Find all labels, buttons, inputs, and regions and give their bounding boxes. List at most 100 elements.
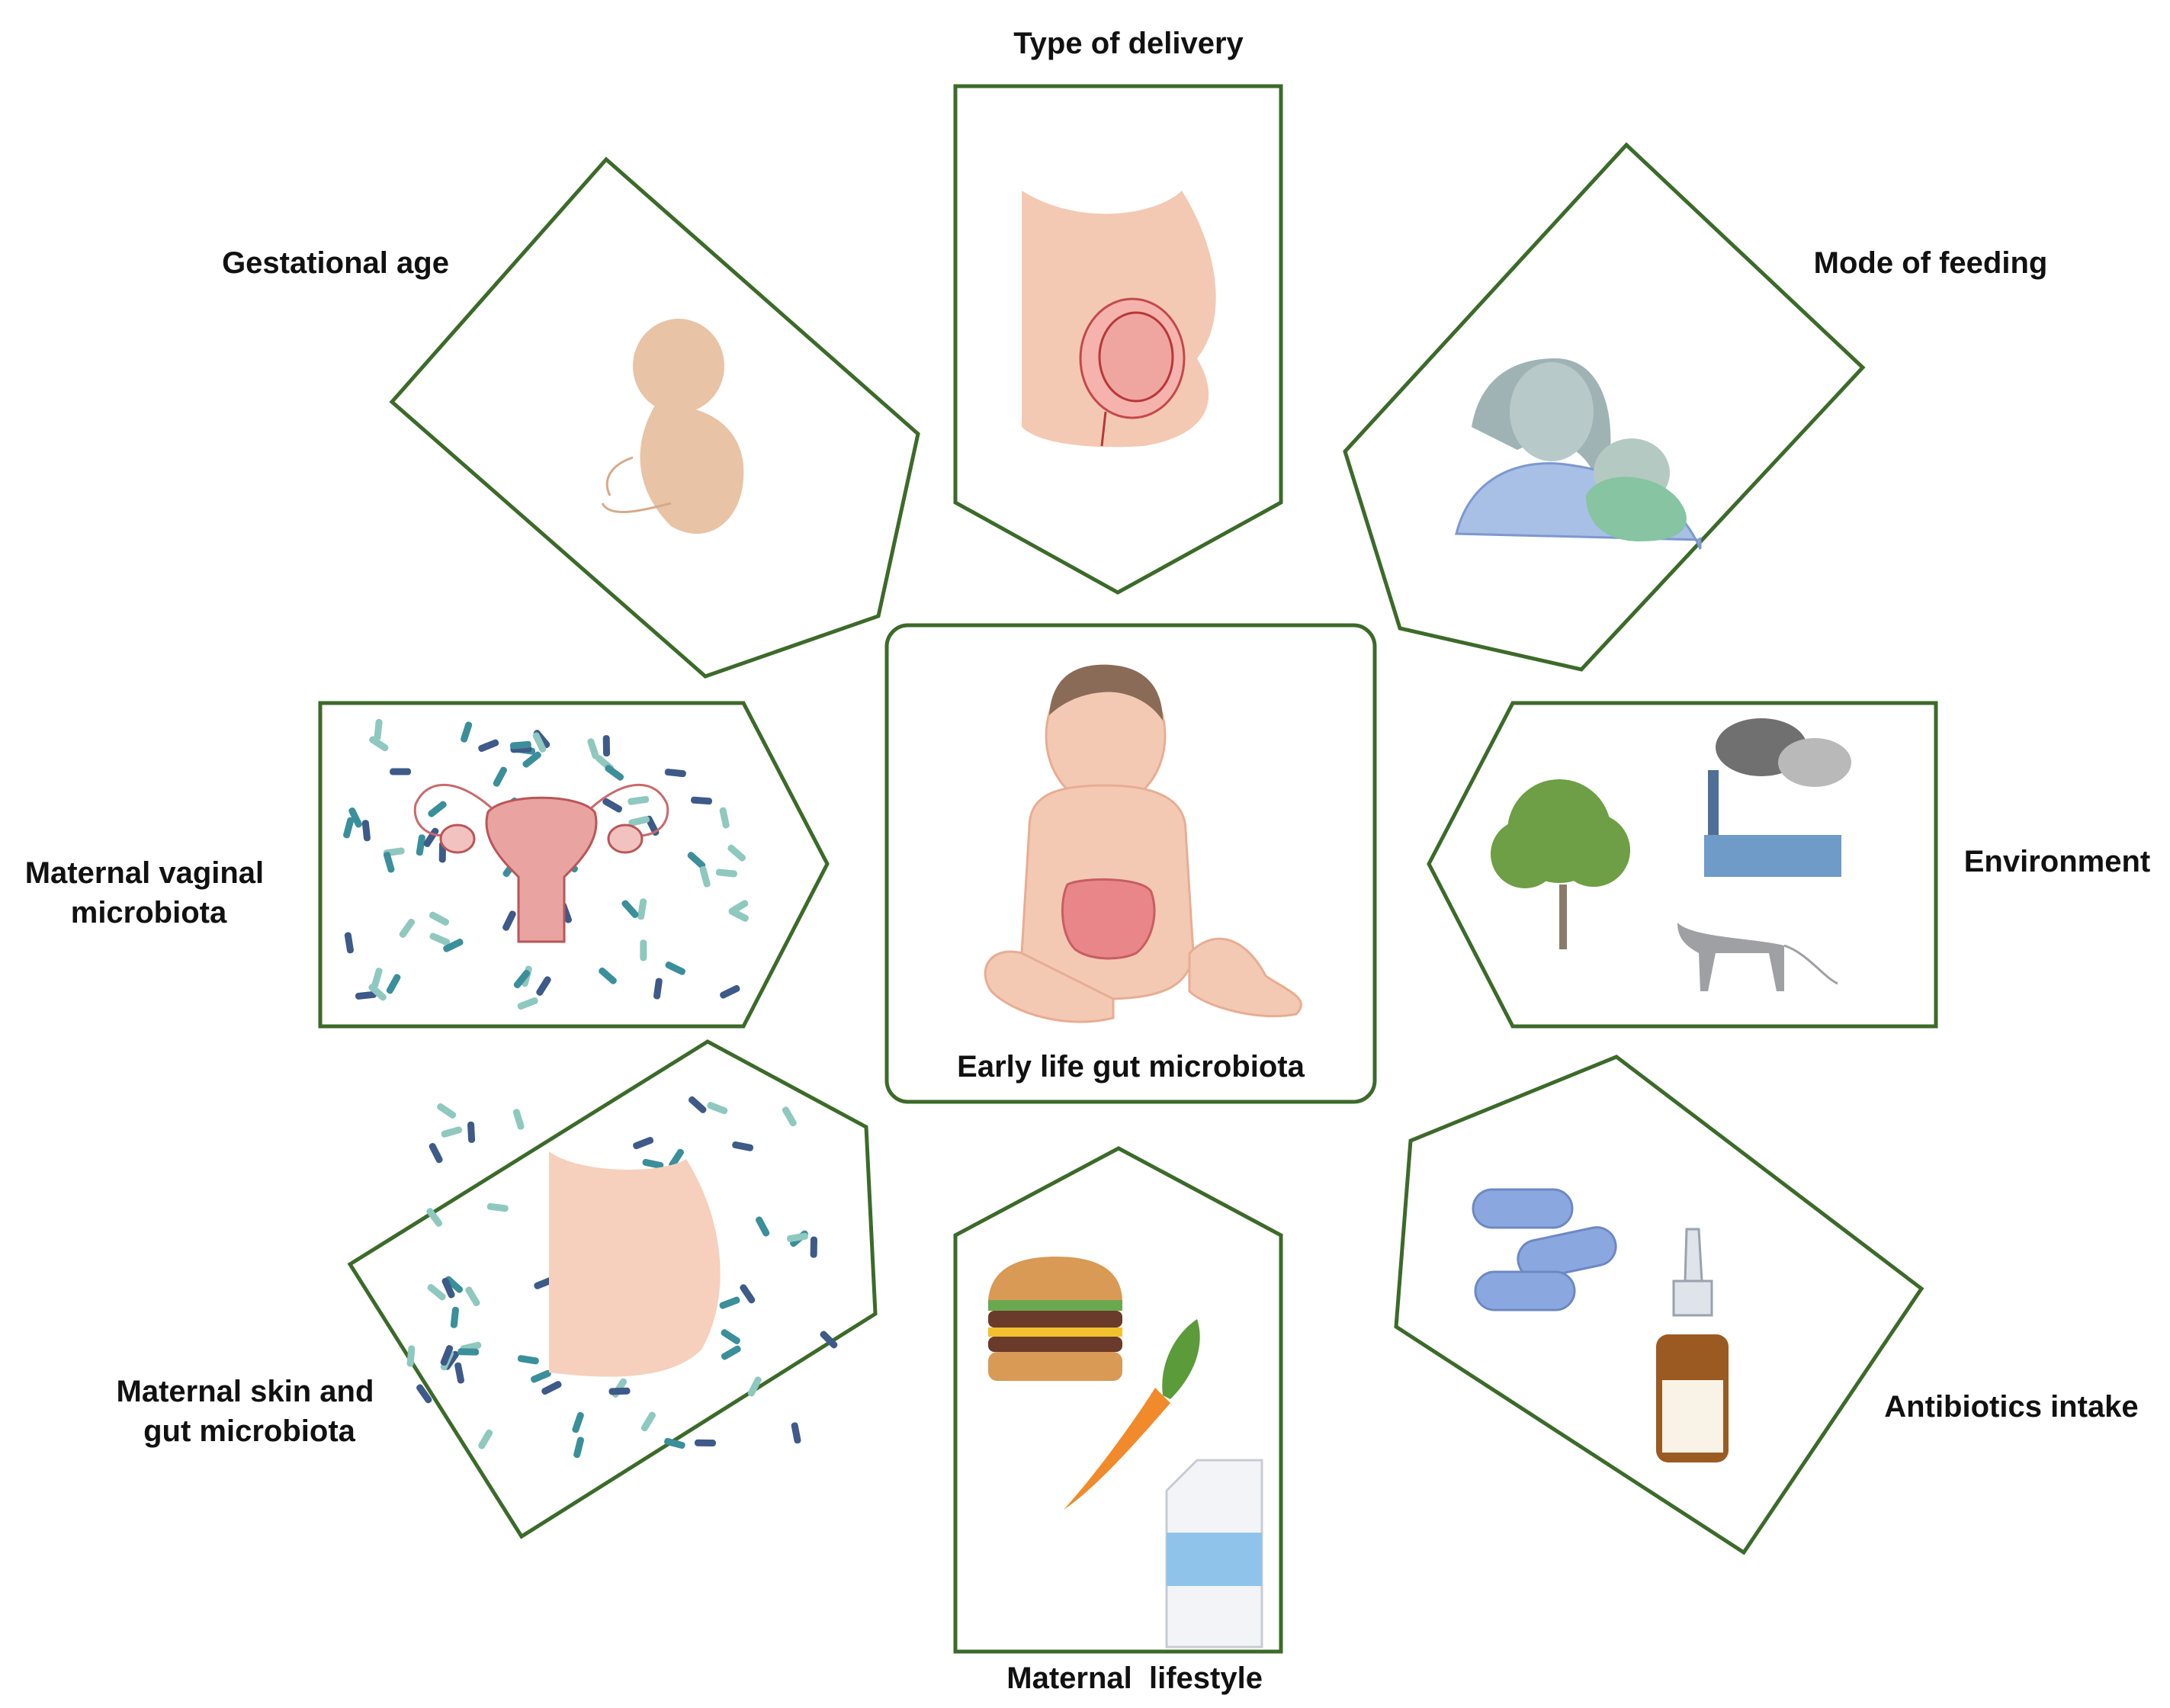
bacterium (810, 1236, 817, 1258)
label-gestational-age: Gestational age (222, 246, 449, 280)
burger-patty-2 (988, 1337, 1122, 1352)
bacterium (517, 1355, 539, 1365)
cat-body (1677, 923, 1784, 991)
bacterium (747, 1376, 762, 1397)
capsule-1 (1472, 1188, 1574, 1229)
bacterium (691, 796, 713, 805)
fetus-icon (601, 319, 744, 535)
bacterium (386, 974, 401, 994)
ovary-left (439, 824, 476, 854)
bacterium (720, 984, 740, 999)
bacterium (541, 1381, 562, 1395)
bacterium (429, 911, 450, 926)
label-type-of-delivery: Type of delivery (1013, 27, 1244, 60)
fetus-head (633, 319, 724, 413)
bacterium (445, 1276, 464, 1293)
bacterium (348, 807, 362, 828)
bacterium (721, 1345, 741, 1360)
burger-bun-top (988, 1257, 1122, 1300)
mother-head (1510, 362, 1594, 461)
breastfeeding-mother-icon (1455, 358, 1702, 550)
label-maternal-skin-gut-microbiota: Maternal skin and gut microbiota (117, 1375, 383, 1448)
spray-cap (1672, 1279, 1713, 1317)
pregnant-womb-icon (1022, 191, 1216, 448)
bacterium (573, 1437, 584, 1459)
capsule-2 (1517, 1226, 1617, 1279)
bacterium (532, 732, 547, 753)
bacterium (687, 852, 706, 869)
bacterium (664, 1437, 685, 1450)
ovary-right (607, 824, 644, 854)
bacterium (406, 1345, 416, 1367)
bacterium (374, 718, 383, 740)
label-maternal-vaginal-microbiota: Maternal vaginal microbiota (25, 856, 273, 929)
bacterium (719, 1296, 740, 1309)
burger-patty (988, 1311, 1122, 1328)
bacterium (536, 976, 551, 996)
bacterium (637, 898, 647, 920)
bacterium (599, 967, 617, 984)
bacterium (728, 907, 749, 922)
bacterium (719, 807, 730, 829)
uterus-with-bacteria-icon (343, 718, 749, 1010)
bacterium (399, 918, 416, 938)
burger-carrot-milk-icon (988, 1257, 1263, 1649)
bacterium (640, 1411, 656, 1432)
bacterium (633, 1137, 654, 1150)
fallopian-tube-right (590, 783, 669, 837)
bacterium (715, 868, 737, 878)
bacterium (791, 1422, 801, 1444)
bacterium (441, 1126, 463, 1138)
carrot-root (1064, 1388, 1170, 1510)
bacterium (699, 866, 711, 888)
bacterium (727, 844, 746, 862)
bacterium (493, 766, 507, 787)
gut-intestines (1061, 878, 1156, 960)
bacterium (437, 1103, 457, 1119)
bacterium (664, 769, 686, 778)
bacterium (390, 768, 412, 775)
tree-crown-left (1491, 820, 1559, 888)
bacterium (522, 751, 541, 768)
bacterium (429, 933, 451, 946)
cat-tail (1783, 944, 1838, 985)
bacterium (653, 978, 663, 1000)
burger-cheese (988, 1328, 1122, 1337)
bacterium (416, 1384, 432, 1404)
bacterium (441, 1277, 455, 1299)
bacterium (416, 834, 425, 856)
bacterium (602, 735, 611, 757)
bacterium (721, 1329, 740, 1344)
belly-shape (549, 1151, 721, 1377)
infant-leg-left (984, 950, 1115, 1023)
label-antibiotics-intake: Antibiotics intake (1884, 1390, 2138, 1424)
bacterium (478, 1429, 493, 1450)
bacterium (605, 765, 624, 781)
bacterium (820, 1331, 838, 1349)
bacterium (344, 932, 354, 954)
belly-with-bacteria-icon (406, 1096, 838, 1459)
fetus-leg (601, 502, 672, 513)
smoke-cloud-light (1778, 738, 1851, 787)
label-environment: Environment (1964, 845, 2150, 878)
pills-and-spray-icon (1472, 1188, 1729, 1462)
fetus-body (640, 404, 744, 535)
spray-nozzle (1684, 1228, 1703, 1283)
tree-crown-right (1557, 814, 1630, 887)
cervix-line (1100, 411, 1107, 447)
infant-leg-right (1188, 937, 1302, 1018)
bacterium (621, 900, 639, 918)
fetus-arm (605, 456, 634, 496)
bacterium (669, 1148, 684, 1169)
bacterium (443, 939, 464, 952)
bacterium (478, 739, 499, 753)
carrot-leaves (1162, 1319, 1200, 1399)
bacterium (740, 1284, 756, 1304)
bacterium (429, 1143, 443, 1164)
bacterium (343, 817, 355, 839)
bacterium (608, 1387, 631, 1395)
bacterium (361, 820, 371, 842)
bacterium (513, 969, 531, 989)
infant-hair (1049, 664, 1163, 721)
bacterium (454, 1362, 464, 1384)
